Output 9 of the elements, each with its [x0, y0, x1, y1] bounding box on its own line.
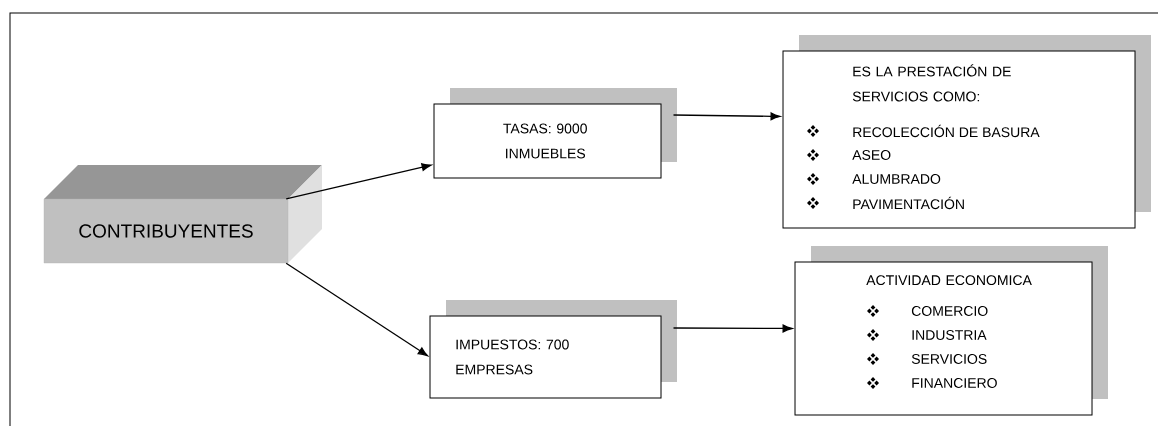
arrow: [285, 262, 428, 357]
process-box: ES LA PRESTACIÓN DE SERVICIOS COMO: RECOLECCIÓN DE BASURA ASEO ALUMBRADO PAVIMENTACIÓN: [782, 35, 1151, 229]
process-box: ACTIVIDAD ECONOMICA COMERCIO INDUSTRIA SERVICIOS FINANCIERO: [794, 246, 1108, 416]
cube-box: CONTRIBUYENTES: [43, 165, 322, 264]
arrow: [672, 324, 793, 333]
arrow: [672, 112, 781, 121]
arrow: [285, 163, 432, 200]
process-box: TASAS: 9000 INMUEBLES: [433, 88, 677, 179]
process-box: IMPUESTOS: 700 EMPRESAS: [429, 300, 677, 399]
